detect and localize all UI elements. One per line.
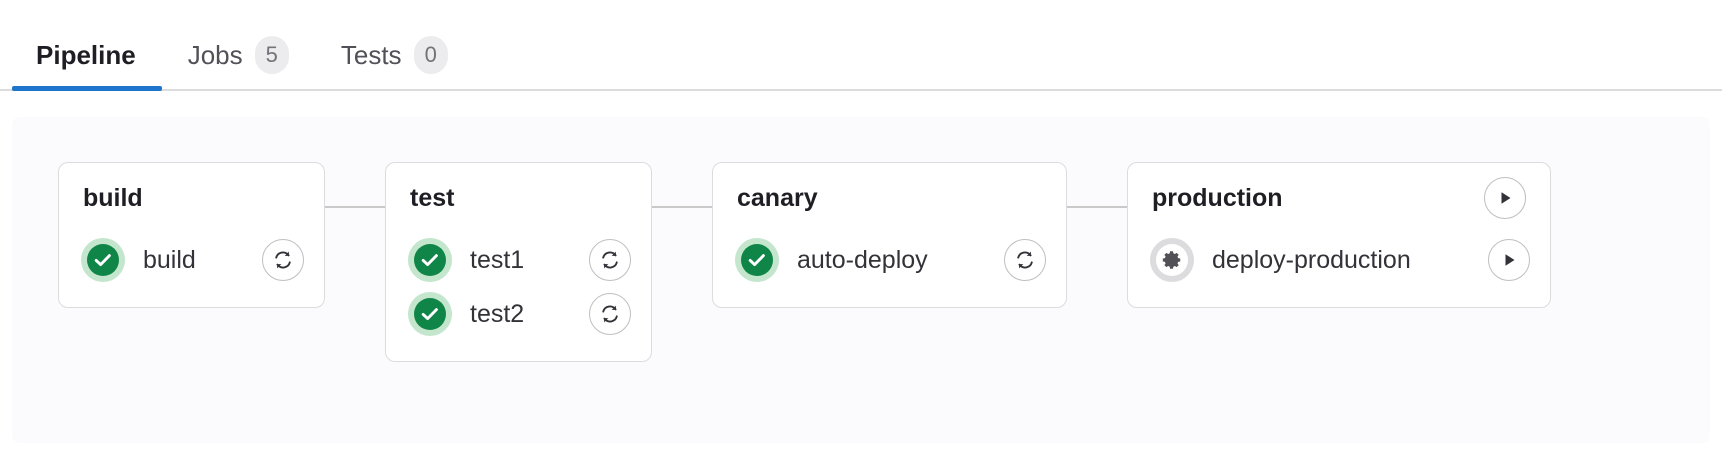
job-list-build: build xyxy=(59,233,324,287)
check-circle-icon xyxy=(408,292,452,336)
job-name-label: auto-deploy xyxy=(797,245,928,274)
stage-title-test: test xyxy=(410,184,455,212)
job-name-label: build xyxy=(143,245,196,274)
stage-header-build: build xyxy=(59,181,324,215)
job-name-label: deploy-production xyxy=(1212,245,1411,274)
job-list-test: test1 xyxy=(386,233,651,341)
retry-icon[interactable] xyxy=(589,239,631,281)
tab-pipeline-label: Pipeline xyxy=(36,39,136,70)
tab-jobs-badge: 5 xyxy=(254,35,289,74)
tab-pipeline[interactable]: Pipeline xyxy=(12,0,162,91)
job-list-production: deploy-production xyxy=(1128,233,1550,287)
job-row[interactable]: test2 xyxy=(386,287,651,341)
pipeline-graph: build build xyxy=(58,162,1710,362)
tab-active-underline xyxy=(12,86,162,91)
play-icon[interactable] xyxy=(1484,177,1526,219)
job-row[interactable]: build xyxy=(59,233,324,287)
stage-connector xyxy=(652,206,712,208)
stage-title-production: production xyxy=(1152,184,1283,212)
stage-card-build[interactable]: build build xyxy=(58,162,325,308)
tab-tests-label: Tests xyxy=(340,39,402,70)
tab-jobs[interactable]: Jobs 5 xyxy=(162,0,315,89)
retry-icon[interactable] xyxy=(262,239,304,281)
job-name-label: test2 xyxy=(470,299,525,328)
check-circle-icon xyxy=(735,238,779,282)
gear-icon xyxy=(1150,238,1194,282)
stage-title-build: build xyxy=(83,184,143,212)
pipeline-graph-panel: build build xyxy=(12,117,1710,443)
job-row[interactable]: test1 xyxy=(386,233,651,287)
pipeline-tab-bar: Pipeline Jobs 5 Tests 0 xyxy=(0,0,1722,91)
retry-icon[interactable] xyxy=(1004,239,1046,281)
job-name-label: test1 xyxy=(470,245,525,274)
check-circle-icon xyxy=(81,238,125,282)
job-row[interactable]: auto-deploy xyxy=(713,233,1066,287)
play-icon[interactable] xyxy=(1488,239,1530,281)
retry-icon[interactable] xyxy=(589,293,631,335)
check-circle-icon xyxy=(408,238,452,282)
tab-tests[interactable]: Tests 0 xyxy=(315,0,474,89)
stage-title-canary: canary xyxy=(737,184,818,212)
stage-card-production[interactable]: production xyxy=(1127,162,1551,308)
tab-tests-badge: 0 xyxy=(413,35,448,74)
stage-header-canary: canary xyxy=(713,181,1066,215)
stage-connector xyxy=(325,206,385,208)
stage-header-test: test xyxy=(386,181,651,215)
stage-header-production: production xyxy=(1128,177,1550,219)
tab-jobs-label: Jobs xyxy=(187,39,243,70)
stage-card-test[interactable]: test test1 xyxy=(385,162,652,362)
stage-card-canary[interactable]: canary auto-deploy xyxy=(712,162,1067,308)
stage-wrap-production: production xyxy=(1127,162,1551,308)
job-list-canary: auto-deploy xyxy=(713,233,1066,287)
job-row[interactable]: deploy-production xyxy=(1128,233,1550,287)
stage-wrap-test: test test1 xyxy=(385,162,712,362)
stage-wrap-build: build build xyxy=(58,162,385,308)
stage-connector xyxy=(1067,206,1127,208)
stage-wrap-canary: canary auto-deploy xyxy=(712,162,1127,308)
